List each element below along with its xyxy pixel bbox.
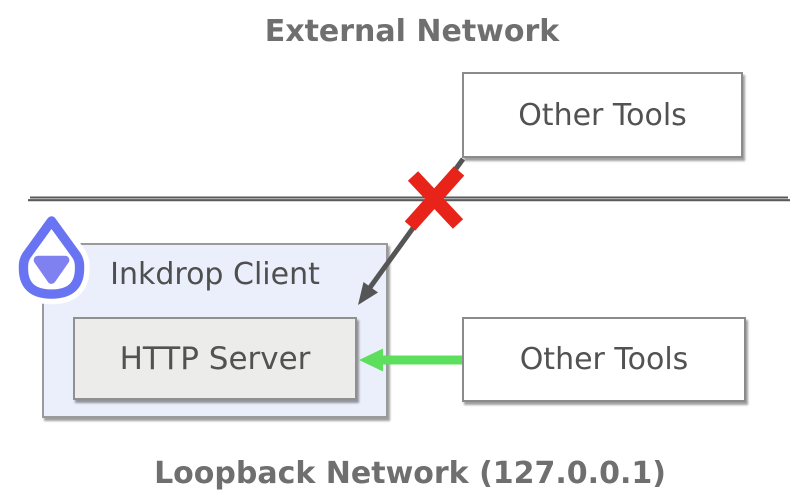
other-tools-loopback-label: Other Tools [519,342,689,377]
other-tools-external-label: Other Tools [518,97,687,133]
loopback-network-title: Loopback Network (127.0.0.1) [154,456,666,491]
red-x-stroke-1 [404,166,465,231]
inkdrop-client-label: Inkdrop Client [110,257,320,292]
red-x-stroke-2 [407,171,464,229]
node-http-server: HTTP Server [73,317,357,400]
red-x-icon [404,166,465,231]
node-other-tools-external: Other Tools [462,72,743,158]
external-network-title: External Network [264,14,560,49]
network-divider-line [28,196,790,202]
node-other-tools-loopback: Other Tools [462,317,746,402]
http-server-label: HTTP Server [119,340,311,377]
